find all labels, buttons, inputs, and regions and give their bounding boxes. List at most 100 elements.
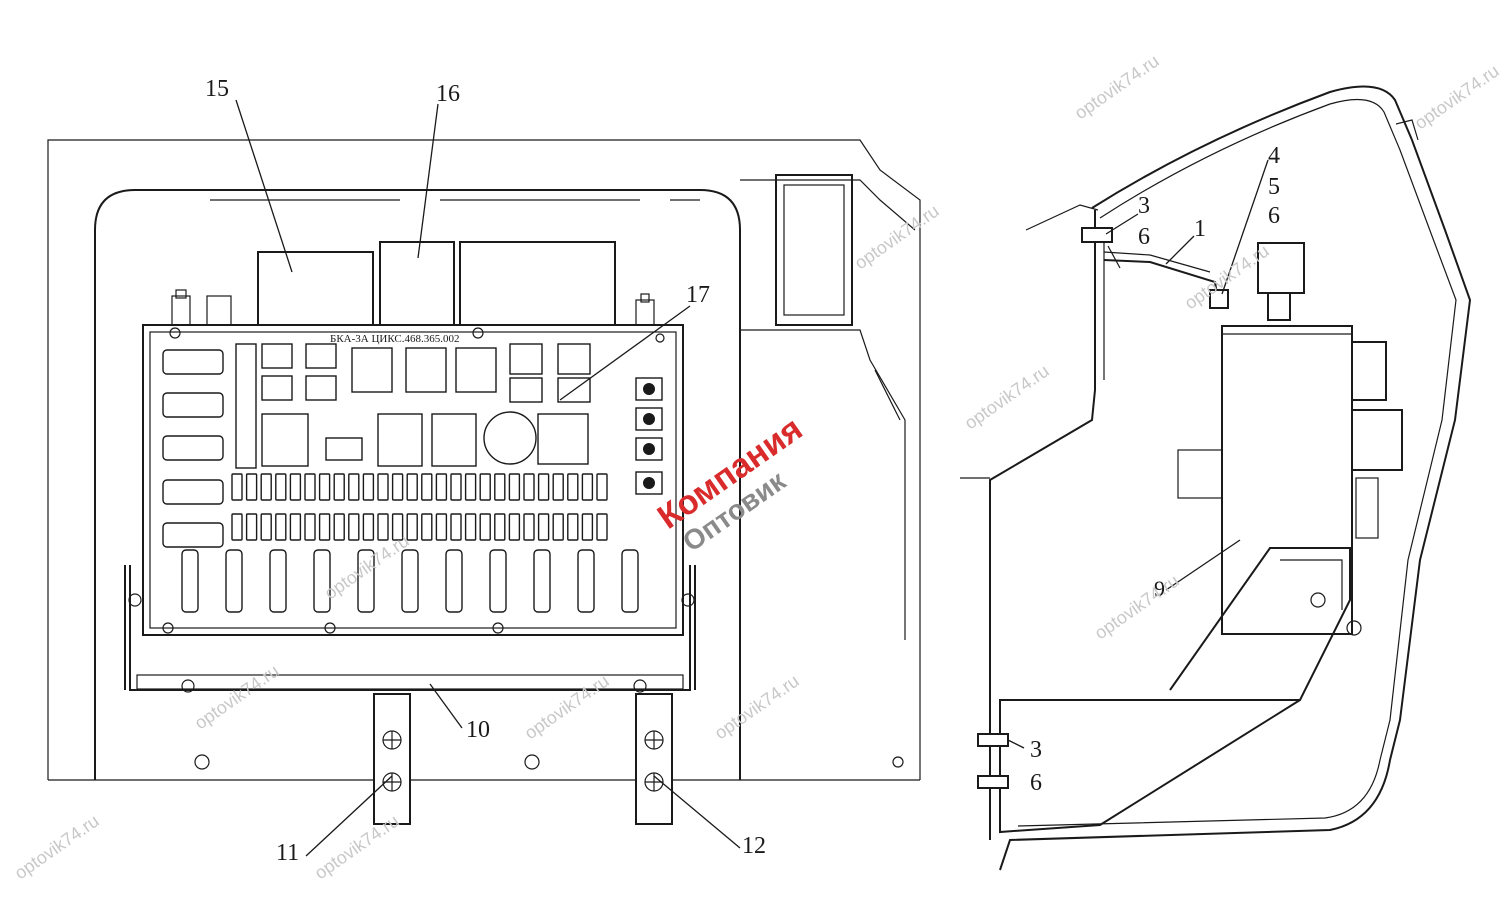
fuse-small (450, 513, 462, 541)
callout-17: 17 (686, 282, 710, 308)
fuse-small (362, 513, 375, 541)
module-right (459, 241, 616, 327)
module-16 (379, 241, 455, 327)
watermark-text-12: optovik74.ru (11, 811, 103, 884)
fuse-small (421, 513, 433, 541)
callout-1: 1 (1194, 216, 1206, 242)
fuse-small (231, 513, 243, 541)
fuse-small (391, 473, 404, 501)
fuse-row-3 (181, 549, 639, 613)
fuse-small (464, 513, 477, 541)
fuse-small (318, 473, 331, 501)
fuse-large (357, 549, 375, 613)
fuse-large (577, 549, 595, 613)
callout-12: 12 (742, 833, 766, 859)
strap-11 (373, 693, 411, 825)
fuse-small (464, 473, 477, 501)
callout-6-right: 6 (1268, 203, 1280, 229)
fuse-small (391, 513, 404, 541)
block-label: БКА-3А ЦИКС.468.365.002 (330, 333, 460, 345)
fuse-small (581, 473, 594, 501)
unit-body (1221, 325, 1353, 635)
fuse-large (269, 549, 287, 613)
module-15 (257, 251, 374, 327)
fuse-small (435, 473, 448, 501)
callout-6-top: 6 (1138, 224, 1150, 250)
fuse-small (260, 473, 272, 501)
callout-15: 15 (205, 76, 229, 102)
fuse-small (275, 513, 287, 541)
watermark-text-5: optovik74.ru (961, 361, 1053, 434)
fuse-large (401, 549, 419, 613)
fuse-small (523, 473, 535, 501)
fuse-small (450, 473, 462, 501)
fuse-small (494, 513, 506, 541)
fuse-small (479, 513, 491, 541)
fuse-small (406, 513, 418, 541)
fuse-small (508, 473, 521, 501)
fuse-small (523, 513, 535, 541)
fuse-large (533, 549, 551, 613)
watermark-text-8: optovik74.ru (521, 671, 613, 744)
fuse-small (567, 513, 579, 541)
fuse-large (445, 549, 463, 613)
fuse-small (581, 513, 594, 541)
fuse-small (348, 513, 360, 541)
fuse-small (377, 513, 389, 541)
fuse-small (552, 513, 564, 541)
fuse-small (537, 513, 550, 541)
watermark-text-3: optovik74.ru (851, 201, 943, 274)
fuse-small (304, 473, 316, 501)
fuse-small (494, 473, 506, 501)
callout-4: 4 (1268, 143, 1280, 169)
fuse-small (377, 473, 389, 501)
callout-9: 9 (1154, 576, 1165, 601)
front-view: БКА-3А ЦИКС.468.365.002 (47, 76, 921, 866)
fuse-small (318, 513, 331, 541)
callout-10: 10 (466, 717, 490, 743)
watermark-text-7: optovik74.ru (191, 661, 283, 734)
fuse-small (289, 513, 302, 541)
fuse-small (567, 473, 579, 501)
strap-12 (635, 693, 673, 825)
fuse-small (304, 513, 316, 541)
fuse-row-2 (231, 513, 608, 541)
fuse-small (348, 473, 360, 501)
fuse-small (479, 473, 491, 501)
watermark-text-10: optovik74.ru (711, 671, 803, 744)
fuse-small (333, 513, 345, 541)
fuse-small (362, 473, 375, 501)
callout-6-bottom: 6 (1030, 770, 1042, 796)
callout-5: 5 (1268, 174, 1280, 200)
fuse-small (406, 473, 418, 501)
side-view: 3 6 1 4 5 6 9 3 6 (960, 85, 1472, 871)
watermark-text-6: optovik74.ru (1091, 571, 1183, 644)
fuse-small (552, 473, 564, 501)
callout-16: 16 (436, 81, 460, 107)
fuse-large (313, 549, 331, 613)
fuse-large (489, 549, 507, 613)
fuse-small (435, 513, 448, 541)
fuse-small (289, 473, 302, 501)
callout-11: 11 (276, 840, 299, 866)
watermark-text-2: optovik74.ru (1411, 61, 1500, 134)
fuse-small (421, 473, 433, 501)
fuse-row-1 (231, 473, 608, 501)
watermark-text-11: optovik74.ru (311, 811, 403, 884)
fuse-small (275, 473, 287, 501)
fuse-small (596, 473, 608, 501)
fuse-small (508, 513, 521, 541)
fuse-small (260, 513, 272, 541)
fuse-large (621, 549, 639, 613)
fuse-large (181, 549, 199, 613)
watermark-text-1: optovik74.ru (1071, 51, 1163, 124)
fuse-small (333, 473, 345, 501)
fuse-small (596, 513, 608, 541)
fuse-small (231, 473, 243, 501)
callout-3-top: 3 (1138, 193, 1150, 219)
fuse-small (245, 513, 258, 541)
fuse-small (245, 473, 258, 501)
fuse-small (537, 473, 550, 501)
callout-3-bottom: 3 (1030, 737, 1042, 763)
